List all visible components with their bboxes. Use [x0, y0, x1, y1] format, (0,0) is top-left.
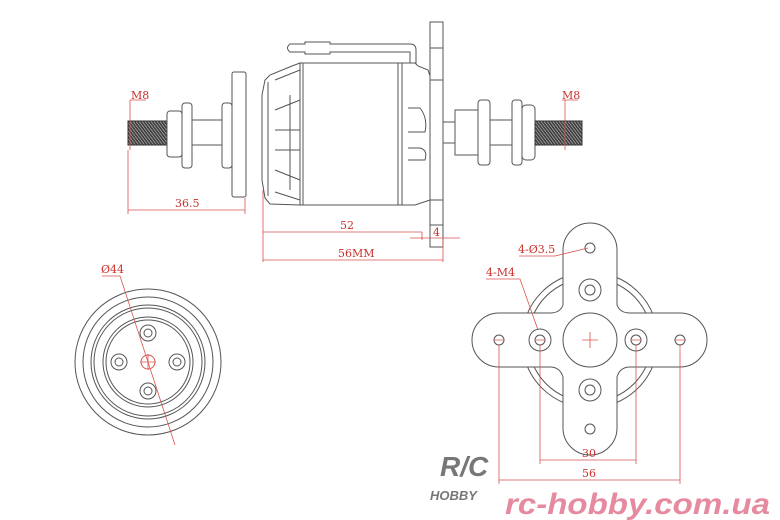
front-view: Ø44 — [74, 263, 222, 446]
dim-prop-adapter: 36.5 — [175, 197, 200, 210]
dim-inner-spacing: 30 — [582, 447, 596, 460]
side-view: M8 M8 36.5 52 4 56MM — [127, 21, 583, 262]
mount-plate — [429, 21, 444, 248]
watermark: R/C HOBBY rc-hobby.com.ua — [430, 451, 770, 520]
dim-total: 56MM — [338, 247, 375, 260]
dim-outer-spacing: 56 — [582, 467, 596, 480]
rear-collar — [521, 104, 536, 161]
adapter-flange — [221, 102, 233, 169]
left-thread — [127, 120, 168, 146]
cross-mount — [471, 222, 708, 456]
dim-mount-plate: 4 — [433, 226, 440, 239]
outer-holes-label: 4-Ø3.5 — [518, 243, 555, 256]
thread-left-label: M8 — [131, 89, 149, 102]
logo-rc: R/C — [440, 451, 489, 482]
right-thread — [534, 120, 583, 146]
thread-right-label: M8 — [562, 89, 580, 102]
diameter-label: Ø44 — [101, 263, 124, 276]
rear-flange — [477, 99, 491, 166]
rear-nut — [454, 109, 479, 156]
dim-body: 52 — [340, 219, 354, 232]
adapter-flange — [181, 102, 193, 169]
logo-hobby: HOBBY — [430, 488, 478, 503]
motor-rear — [397, 62, 431, 206]
rear-shaft — [442, 121, 456, 144]
watermark-site: rc-hobby.com.ua — [505, 488, 770, 520]
rear-flange — [511, 99, 523, 166]
prop-nut — [166, 110, 183, 158]
adapter-shaft — [191, 119, 223, 146]
rear-shaft — [489, 119, 513, 146]
inner-holes-label: 4-M4 — [486, 266, 515, 279]
motor-wire — [287, 41, 417, 64]
prop-plate — [231, 71, 247, 198]
mount-view: 4-Ø3.5 4-M4 30 56 — [471, 222, 708, 484]
motor-can — [299, 62, 399, 206]
